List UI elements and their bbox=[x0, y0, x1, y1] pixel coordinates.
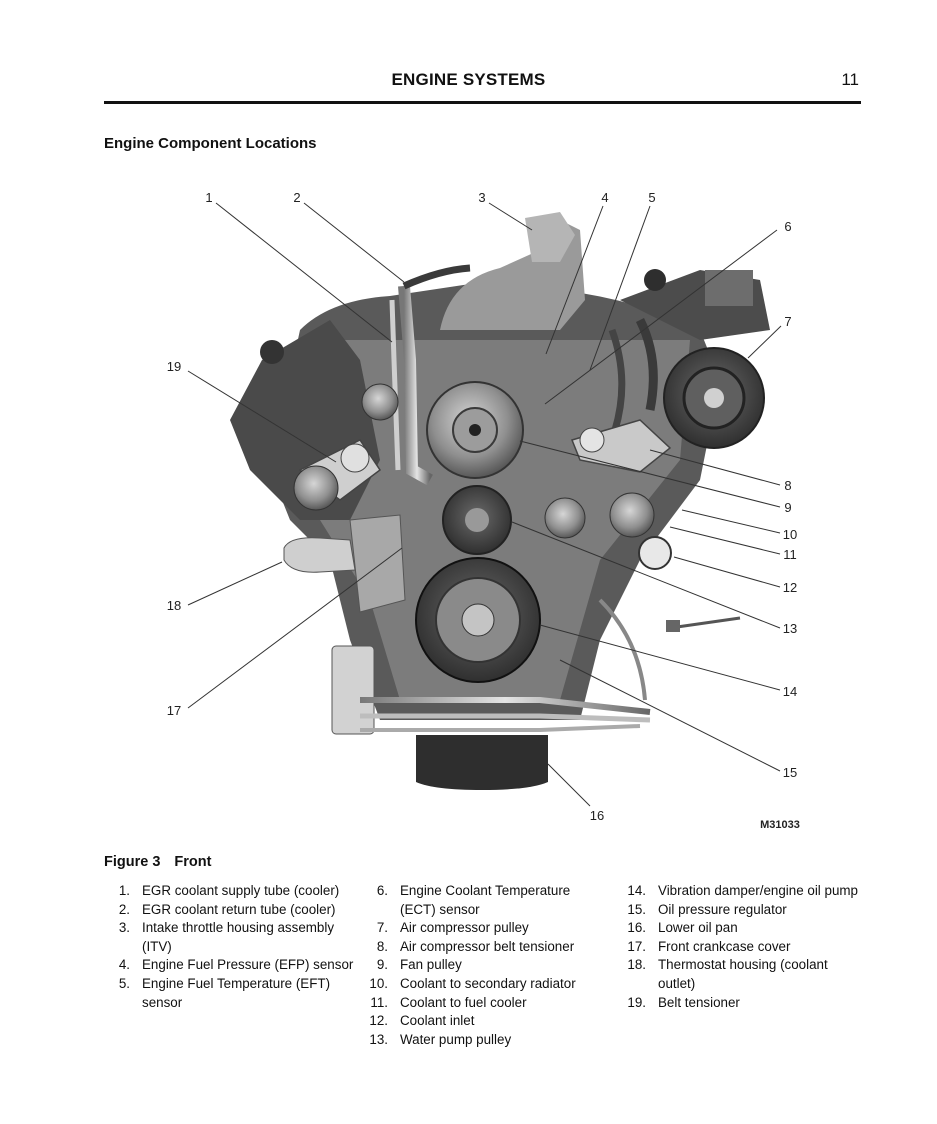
legend-item: 12. Coolant inlet bbox=[362, 1012, 602, 1031]
legend-num: 11. bbox=[370, 994, 388, 1010]
figure-id: M31033 bbox=[760, 819, 800, 831]
legend-item: 17. Front crankcase cover bbox=[620, 938, 865, 957]
legend-item: 18. Thermostat housing (coolant outlet) bbox=[620, 956, 865, 993]
legend-text: Coolant inlet bbox=[400, 1013, 475, 1029]
legend-item: 10. Coolant to secondary radiator bbox=[362, 975, 602, 994]
callout-11: 11 bbox=[783, 547, 797, 562]
legend-text: Intake throttle housing assembly (ITV) bbox=[142, 920, 335, 954]
legend-text: Oil pressure regulator bbox=[658, 901, 787, 917]
legend-num: 1. bbox=[118, 883, 130, 898]
legend-item: 19. Belt tensioner bbox=[620, 994, 865, 1013]
header-title: ENGINE SYSTEMS bbox=[391, 70, 546, 89]
legend-text: Air compressor pulley bbox=[400, 920, 529, 936]
header-rule bbox=[104, 101, 861, 104]
legend-item: 8. Air compressor belt tensioner bbox=[362, 938, 602, 957]
callout-13: 13 bbox=[783, 621, 797, 636]
callout-19: 19 bbox=[167, 359, 181, 374]
legend-num: 4. bbox=[118, 957, 130, 973]
section-title: Engine Component Locations bbox=[104, 135, 317, 152]
leader-lines bbox=[187, 202, 782, 807]
callout-18: 18 bbox=[167, 598, 181, 613]
legend-num: 8. bbox=[376, 938, 388, 954]
caption-title: Front bbox=[174, 854, 212, 870]
legend-item: 11. Coolant to fuel cooler bbox=[362, 994, 602, 1013]
legend-text: EGR coolant return tube (cooler) bbox=[142, 901, 336, 917]
legend-column-2: 6. Engine Coolant Temperature (ECT) senso… bbox=[362, 882, 602, 1049]
legend-text: Air compressor belt tensioner bbox=[400, 938, 575, 954]
legend-text: EGR coolant supply tube (cooler) bbox=[142, 883, 340, 898]
legend-num: 10. bbox=[369, 975, 388, 991]
callout-1: 1 bbox=[205, 190, 212, 205]
callout-2: 2 bbox=[293, 190, 300, 205]
legend-item: 15. Oil pressure regulator bbox=[620, 901, 865, 920]
callout-6: 6 bbox=[784, 219, 791, 234]
legend-text: Fan pulley bbox=[400, 957, 462, 973]
legend-text: Coolant to secondary radiator bbox=[400, 975, 576, 991]
callout-15: 15 bbox=[783, 765, 797, 780]
legend-num: 12. bbox=[369, 1013, 388, 1029]
legend-item: 6. Engine Coolant Temperature (ECT) senso… bbox=[362, 882, 602, 919]
legend-num: 14. bbox=[627, 883, 646, 898]
legend-text: Engine Fuel Pressure (EFP) sensor bbox=[142, 957, 354, 973]
legend-text: Engine Coolant Temperature (ECT) sensor bbox=[400, 883, 571, 917]
legend-num: 18. bbox=[627, 957, 646, 973]
legend-item: 4. Engine Fuel Pressure (EFP) sensor bbox=[104, 956, 354, 975]
legend-item: 16. Lower oil pan bbox=[620, 919, 865, 938]
legend-item: 9. Fan pulley bbox=[362, 956, 602, 975]
legend-item: 7. Air compressor pulley bbox=[362, 919, 602, 938]
legend-item: 14. Vibration damper/engine oil pump bbox=[620, 882, 865, 901]
legend-num: 9. bbox=[376, 957, 388, 973]
callout-8: 8 bbox=[784, 478, 791, 493]
callout-14: 14 bbox=[783, 684, 797, 699]
legend-num: 2. bbox=[118, 901, 130, 917]
legend-text: Coolant to fuel cooler bbox=[400, 994, 527, 1010]
legend-text: Thermostat housing (coolant outlet) bbox=[658, 957, 828, 991]
page-number: 11 bbox=[841, 70, 859, 89]
legend-num: 5. bbox=[118, 975, 130, 991]
figure-caption: Figure 3 Front bbox=[104, 854, 211, 870]
legend-num: 17. bbox=[627, 938, 646, 954]
legend-text: Engine Fuel Temperature (EFT) sensor bbox=[142, 975, 331, 1010]
callout-17: 17 bbox=[167, 703, 181, 718]
legend-text: Water pump pulley bbox=[400, 1031, 512, 1047]
callout-16: 16 bbox=[590, 808, 604, 823]
legend-num: 7. bbox=[376, 920, 388, 936]
engine-figure: 1 2 3 4 5 6 7 8 9 10 11 12 13 14 15 16 1… bbox=[167, 190, 800, 831]
legend-item: 1. EGR coolant supply tube (cooler) bbox=[104, 882, 354, 901]
callouts: 1 2 3 4 5 6 7 8 9 10 11 12 13 14 15 16 1… bbox=[167, 190, 797, 823]
legend-item: 3. Intake throttle housing assembly (ITV) bbox=[104, 919, 354, 956]
legend-item: 13. Water pump pulley bbox=[362, 1031, 602, 1050]
legend-text: Front crankcase cover bbox=[658, 938, 791, 954]
legend-num: 15. bbox=[627, 901, 646, 917]
legend-num: 6. bbox=[376, 883, 388, 898]
legend-num: 19. bbox=[627, 994, 646, 1010]
caption-label: Figure 3 bbox=[104, 854, 161, 870]
callout-9: 9 bbox=[784, 500, 791, 515]
callout-3: 3 bbox=[478, 190, 485, 205]
legend-num: 3. bbox=[118, 920, 130, 936]
callout-5: 5 bbox=[648, 190, 655, 205]
legend-column-1: 1. EGR coolant supply tube (cooler) 2. EGR… bbox=[104, 882, 354, 1012]
callout-7: 7 bbox=[784, 314, 791, 329]
callout-12: 12 bbox=[783, 580, 797, 595]
legend-column-3: 14. Vibration damper/engine oil pump 15. O… bbox=[620, 882, 865, 1012]
legend-num: 16. bbox=[627, 920, 646, 936]
legend-item: 2. EGR coolant return tube (cooler) bbox=[104, 901, 354, 920]
callout-4: 4 bbox=[601, 190, 608, 205]
legend-num: 13. bbox=[369, 1031, 388, 1047]
legend-text: Belt tensioner bbox=[658, 994, 740, 1010]
callout-10: 10 bbox=[783, 527, 797, 542]
legend-text: Vibration damper/engine oil pump bbox=[658, 883, 858, 898]
legend-item: 5. Engine Fuel Temperature (EFT) sensor bbox=[104, 975, 354, 1012]
engine-illustration bbox=[230, 212, 770, 790]
legend-text: Lower oil pan bbox=[658, 920, 738, 936]
